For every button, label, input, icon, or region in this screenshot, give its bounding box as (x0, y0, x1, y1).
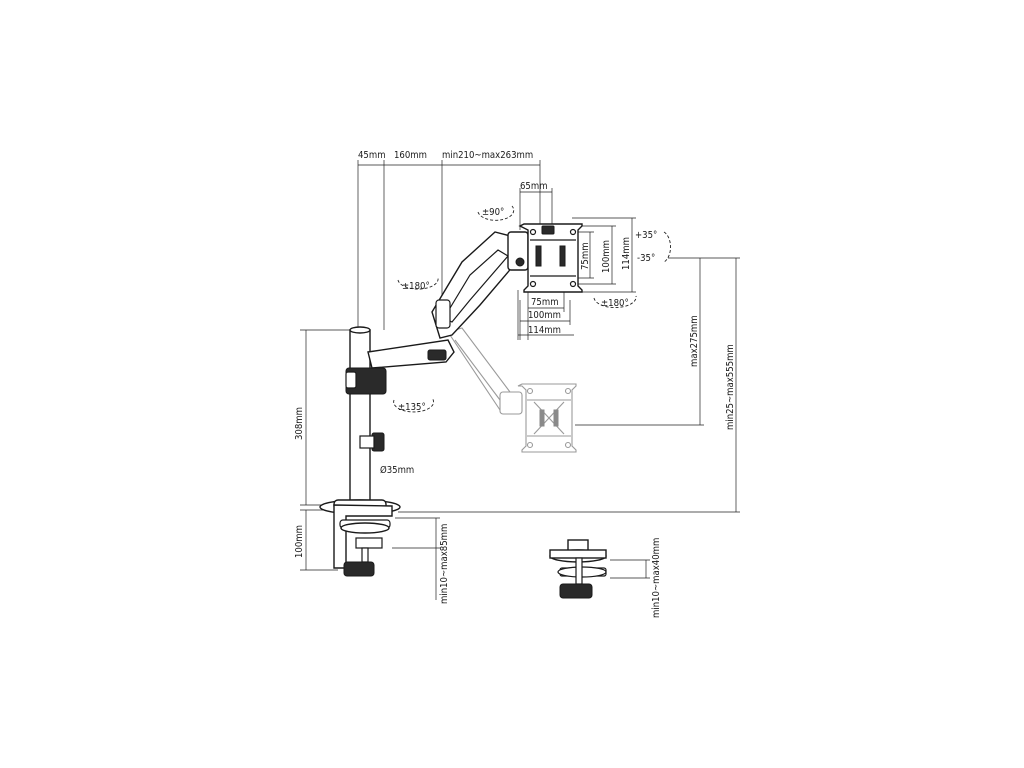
pole-height-label: 308mm (294, 407, 305, 440)
tilt-head-rotation-arc (477, 205, 515, 221)
vesa-h-114-label: 114mm (528, 325, 561, 336)
vesa-h-75-label: 75mm (531, 297, 559, 308)
arm-height-label: max275mm (689, 315, 700, 367)
vesa-v-75-label: 75mm (580, 242, 591, 270)
vesa-plate (518, 223, 583, 293)
pole-diameter-label: Ø35mm (380, 465, 414, 476)
clamp-range-label: min10~max85mm (439, 524, 450, 604)
base-swivel-rotation-label: ±135° (398, 402, 426, 413)
tilt-head-rotation-label: ±90° (482, 207, 504, 218)
rotation-labels: ±90° ±180° ±135° ±180° +35° -35° (398, 207, 657, 413)
clamp-height-label: 100mm (294, 525, 305, 558)
grommet-mount (549, 539, 607, 599)
tilt-arc (663, 231, 671, 263)
total-height-label: min25~max555mm (725, 344, 736, 430)
dimension-lines (300, 160, 740, 600)
desk-clamp (319, 499, 401, 577)
arm2-length-label: min210~max263mm (442, 150, 533, 161)
dimension-labels: 45mm 160mm min210~max263mm 65mm 75mm 100… (294, 150, 736, 618)
arm-joint-rotation-arc (397, 277, 439, 290)
monitor-arm (345, 223, 583, 506)
vesa-v-114-label: 114mm (621, 237, 632, 270)
lowered-arm-ghost (447, 327, 577, 453)
pole (349, 329, 371, 506)
base-swivel-rotation-arc (393, 397, 435, 413)
grommet-range-label: min10~max40mm (651, 538, 662, 618)
tilt-down-label: -35° (637, 253, 655, 264)
grommet-knob (559, 583, 593, 599)
clamp-knob (343, 561, 375, 577)
plate-depth-label: 65mm (520, 181, 548, 192)
rotation-indicators (393, 205, 671, 413)
tilt-up-label: +35° (635, 230, 657, 241)
arm-joint-rotation-label: ±180° (402, 281, 430, 292)
pole-offset-label: 45mm (358, 150, 386, 161)
arm1-length-label: 160mm (394, 150, 427, 161)
vesa-h-100-label: 100mm (528, 310, 561, 321)
arm-segment-1 (367, 339, 455, 369)
screen-rotation-label: ±180° (601, 298, 629, 309)
vesa-v-100-label: 100mm (601, 240, 612, 273)
screen-rotation-arc (593, 295, 637, 308)
